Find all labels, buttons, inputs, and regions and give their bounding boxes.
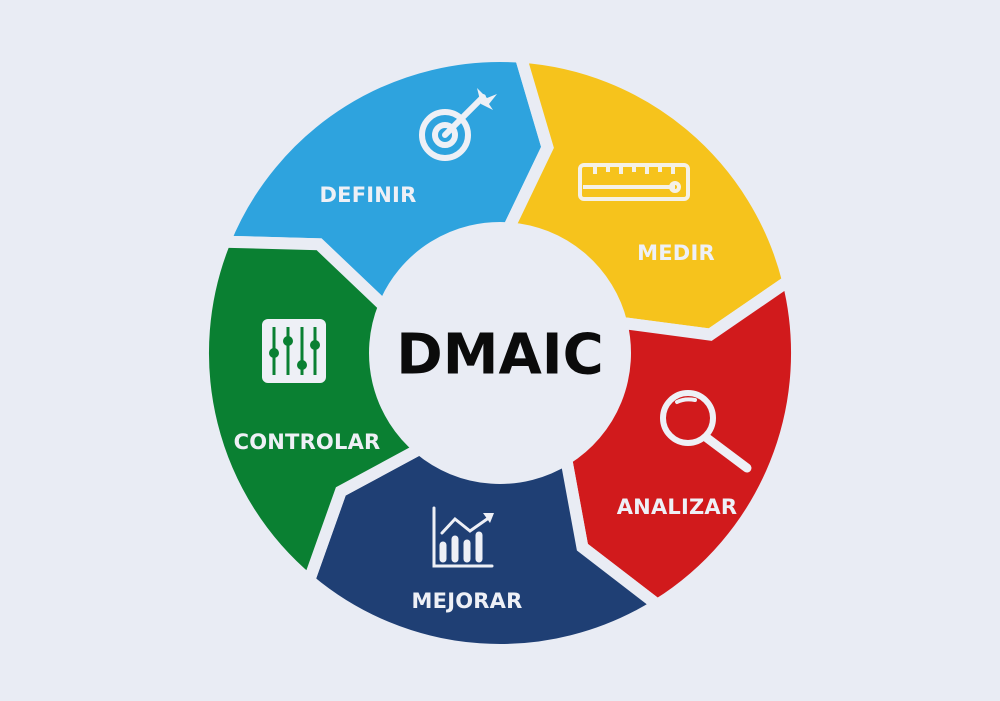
sliders-icon — [262, 319, 326, 383]
chart-growth-icon — [432, 506, 494, 568]
label-medir: MEDIR — [637, 241, 715, 265]
segment-controlar — [196, 235, 431, 591]
label-mejorar: MEJORAR — [411, 589, 523, 613]
label-controlar: CONTROLAR — [233, 430, 381, 454]
segment-medir — [499, 50, 796, 341]
center-title: DMAIC — [396, 322, 604, 388]
target-icon — [419, 88, 497, 161]
segment-mejorar — [302, 441, 668, 656]
ruler-icon — [578, 163, 690, 201]
label-analizar: ANALIZAR — [616, 495, 738, 519]
label-definir: DEFINIR — [319, 183, 417, 207]
magnifier-icon — [660, 390, 752, 473]
